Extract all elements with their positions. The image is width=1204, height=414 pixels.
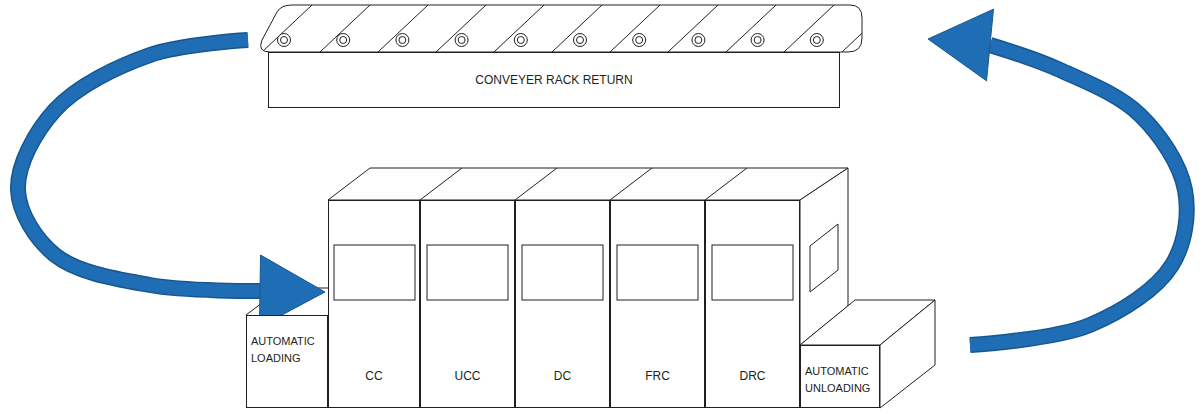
belt-slat [378,5,428,52]
machine-top-face [328,168,848,200]
roller [751,34,764,47]
belt-slat [552,5,602,52]
unloading-side-face [880,300,935,408]
roller [574,34,587,47]
box-label: DC [554,369,571,383]
machine-box: UCC [420,200,515,408]
belt-slat [262,5,312,52]
belt-slat [784,5,834,52]
box-label: CC [365,369,382,383]
machine-box: CC [328,200,420,408]
belt-slat [494,5,544,52]
roller [455,34,468,47]
machine-window [522,245,603,300]
arrow-head [928,9,993,81]
box-label: DRC [740,369,766,383]
box-label: CONVEYER RACK RETURN [475,73,632,87]
belt-slat [668,5,718,52]
belt-slat [610,5,660,52]
machine-box: DC [515,200,610,408]
machine-top-dividers [420,168,747,200]
belt-rollers [278,34,824,47]
flow-arrow [928,9,1187,345]
roller-hub [695,37,702,44]
roller-hub [281,37,288,44]
box-label: AUTOMATIC UNLOADING [805,363,876,397]
roller [396,34,409,47]
box-label: UCC [455,369,481,383]
machine-window [617,245,698,300]
conveyor-belt [261,5,862,52]
roller [692,34,705,47]
roller [810,34,823,47]
roller-hub [458,37,465,44]
box-label: AUTOMATIC LOADING [251,333,324,367]
belt-slat [436,5,486,52]
arrow-outline [970,45,1187,345]
side-window [810,224,838,292]
machine-box: FRC [610,200,705,408]
roller [514,34,527,47]
arrow-body [18,40,260,291]
belt-slat [320,5,370,52]
roller-hub [754,37,761,44]
belt-slat [842,5,892,52]
roller-hub [577,37,584,44]
roller [633,34,646,47]
roller-hub [399,37,406,44]
loading-box: AUTOMATIC LOADING [246,315,328,408]
machine-window [712,245,793,300]
unloading-box: AUTOMATIC UNLOADING [800,345,880,408]
arrow-body [970,45,1187,345]
machine-box: DRC [705,200,800,408]
roller-hub [340,37,347,44]
machine-window [427,245,508,300]
belt-slats [262,5,892,52]
roller [278,34,291,47]
conveyor-box: CONVEYER RACK RETURN [268,52,840,108]
roller-hub [813,37,820,44]
roller [337,34,350,47]
box-label: FRC [645,369,670,383]
arrow-outline [18,40,260,291]
roller-hub [517,37,524,44]
belt-slat [726,5,776,52]
roller-hub [636,37,643,44]
machine-window [334,245,415,300]
